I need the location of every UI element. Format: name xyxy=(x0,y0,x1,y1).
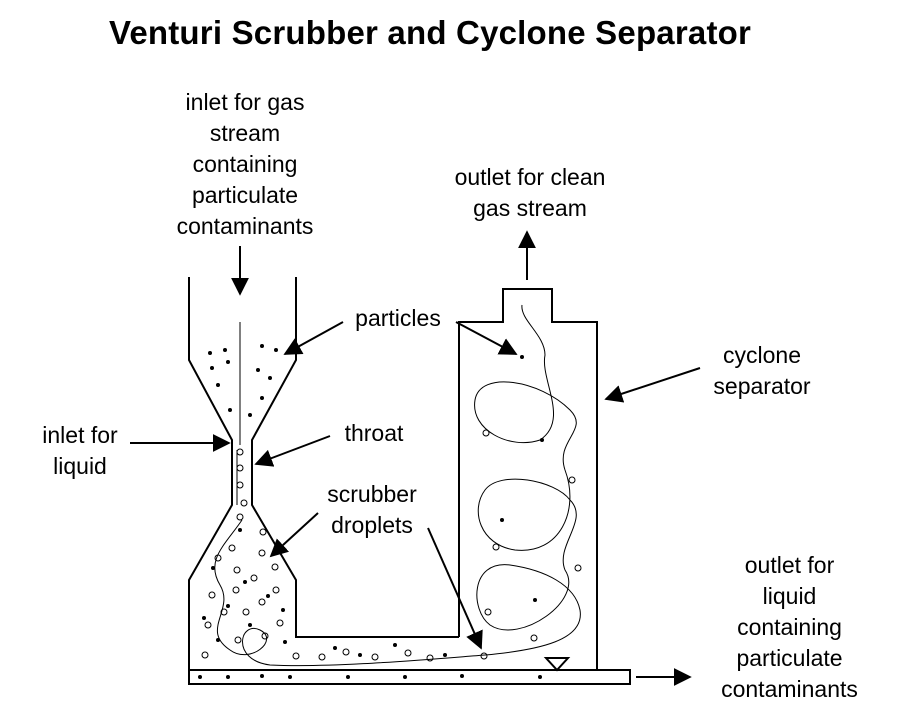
droplets-arrow-right xyxy=(427,527,483,650)
gas-inlet-line: contaminants xyxy=(176,213,314,239)
cyclone-line: cyclone xyxy=(723,342,801,368)
drain-triangle xyxy=(543,657,571,672)
flow-paths xyxy=(214,304,581,667)
liquid-outlet-line: outlet for xyxy=(744,552,835,578)
cyclone-label: cyclone separator xyxy=(697,340,827,402)
liquid-outlet-line: particulate xyxy=(736,645,843,671)
droplets-line: scrubber xyxy=(327,481,417,507)
liquid-inlet-label: inlet for liquid xyxy=(25,420,135,482)
particles xyxy=(198,344,544,679)
throat-label: throat xyxy=(344,420,404,446)
gas-inlet-line: containing xyxy=(192,151,298,177)
liquid-inlet-line: inlet for xyxy=(42,422,118,448)
scrubber-droplets xyxy=(201,429,582,662)
liquid-outlet-line: contaminants xyxy=(721,676,858,702)
scrubber-swirl-path xyxy=(214,304,581,667)
diagram-title: Venturi Scrubber and Cyclone Separator xyxy=(108,14,752,51)
annotation-arrows xyxy=(130,230,701,686)
particles-label: particles xyxy=(355,305,441,331)
cyclone-separator xyxy=(188,288,631,685)
scrubber-right-wall xyxy=(251,277,459,638)
cyclone-line: separator xyxy=(713,373,811,399)
clean-outlet-line: gas stream xyxy=(473,195,587,221)
droplets-label: scrubber droplets xyxy=(312,479,432,541)
liquid-inlet-line: liquid xyxy=(53,453,107,479)
liquid-outlet-line: containing xyxy=(737,614,842,640)
particles-arrow-left xyxy=(283,321,344,355)
throat-arrow xyxy=(254,435,331,467)
droplets-line: droplets xyxy=(331,512,413,538)
liquid-outlet-label: outlet for liquid containing particulate… xyxy=(702,550,877,705)
gas-inlet-line: inlet for gas xyxy=(185,89,305,115)
cyclone-arrow xyxy=(604,367,701,403)
particles-arrow-right xyxy=(455,321,518,355)
venturi-scrubber xyxy=(188,277,459,670)
gas-inlet-label: inlet for gas stream containing particul… xyxy=(150,87,340,242)
scrubber-left-wall xyxy=(188,277,233,670)
liquid-outlet-pipe xyxy=(188,669,631,685)
droplets-arrow-left xyxy=(269,512,319,558)
cyclone-left-wall xyxy=(458,288,598,670)
liquid-outlet-line: liquid xyxy=(762,583,817,609)
clean-outlet-line: outlet for clean xyxy=(454,164,606,190)
gas-inlet-line: stream xyxy=(209,120,281,146)
gas-inlet-line: particulate xyxy=(191,182,299,208)
clean-outlet-label: outlet for clean gas stream xyxy=(425,162,635,224)
